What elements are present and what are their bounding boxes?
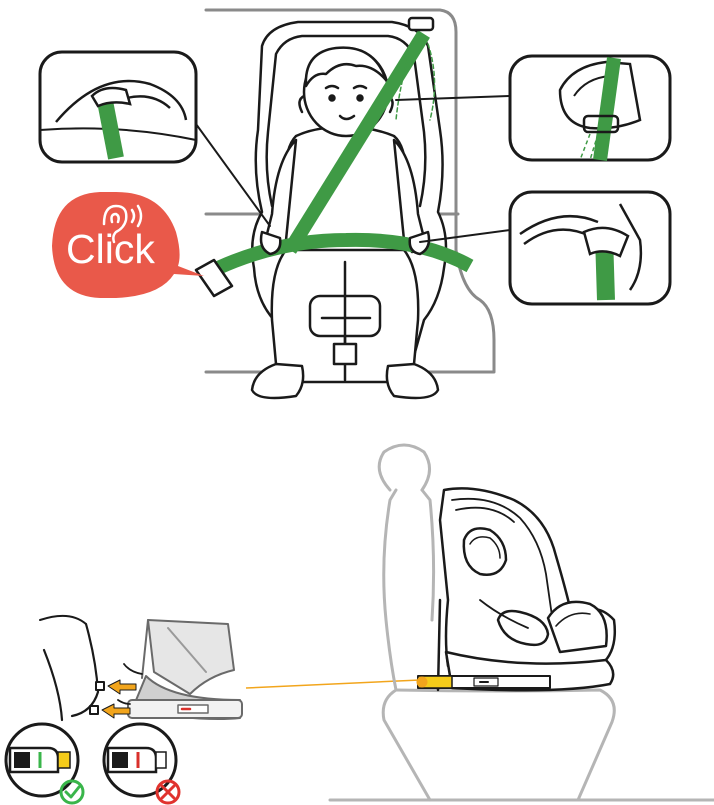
buckle-tongue — [334, 344, 356, 364]
child-left-foot — [252, 364, 303, 398]
detail-lap-guide-right — [510, 192, 670, 304]
child-seat-belt-scene — [196, 10, 510, 398]
child-right-foot — [387, 364, 438, 398]
isofix-indicator-not-ok — [104, 724, 176, 796]
detail-belt-guide-left — [40, 52, 196, 162]
isofix-connection-detail — [40, 616, 242, 720]
isofix-arrow-upper — [108, 680, 136, 694]
isofix-anchor-point — [417, 677, 427, 687]
belt-anchor-top — [409, 18, 433, 30]
check-circle-icon — [61, 781, 83, 803]
isofix-arrow-lower — [102, 704, 130, 718]
click-label: Click — [66, 229, 155, 270]
base-backrest — [148, 620, 234, 694]
detail-shoulder-guide-right — [510, 56, 670, 160]
car-seat-side-wing — [548, 602, 607, 652]
isofix-indicator-ok — [6, 724, 78, 796]
car-seat-side-view — [330, 445, 714, 800]
